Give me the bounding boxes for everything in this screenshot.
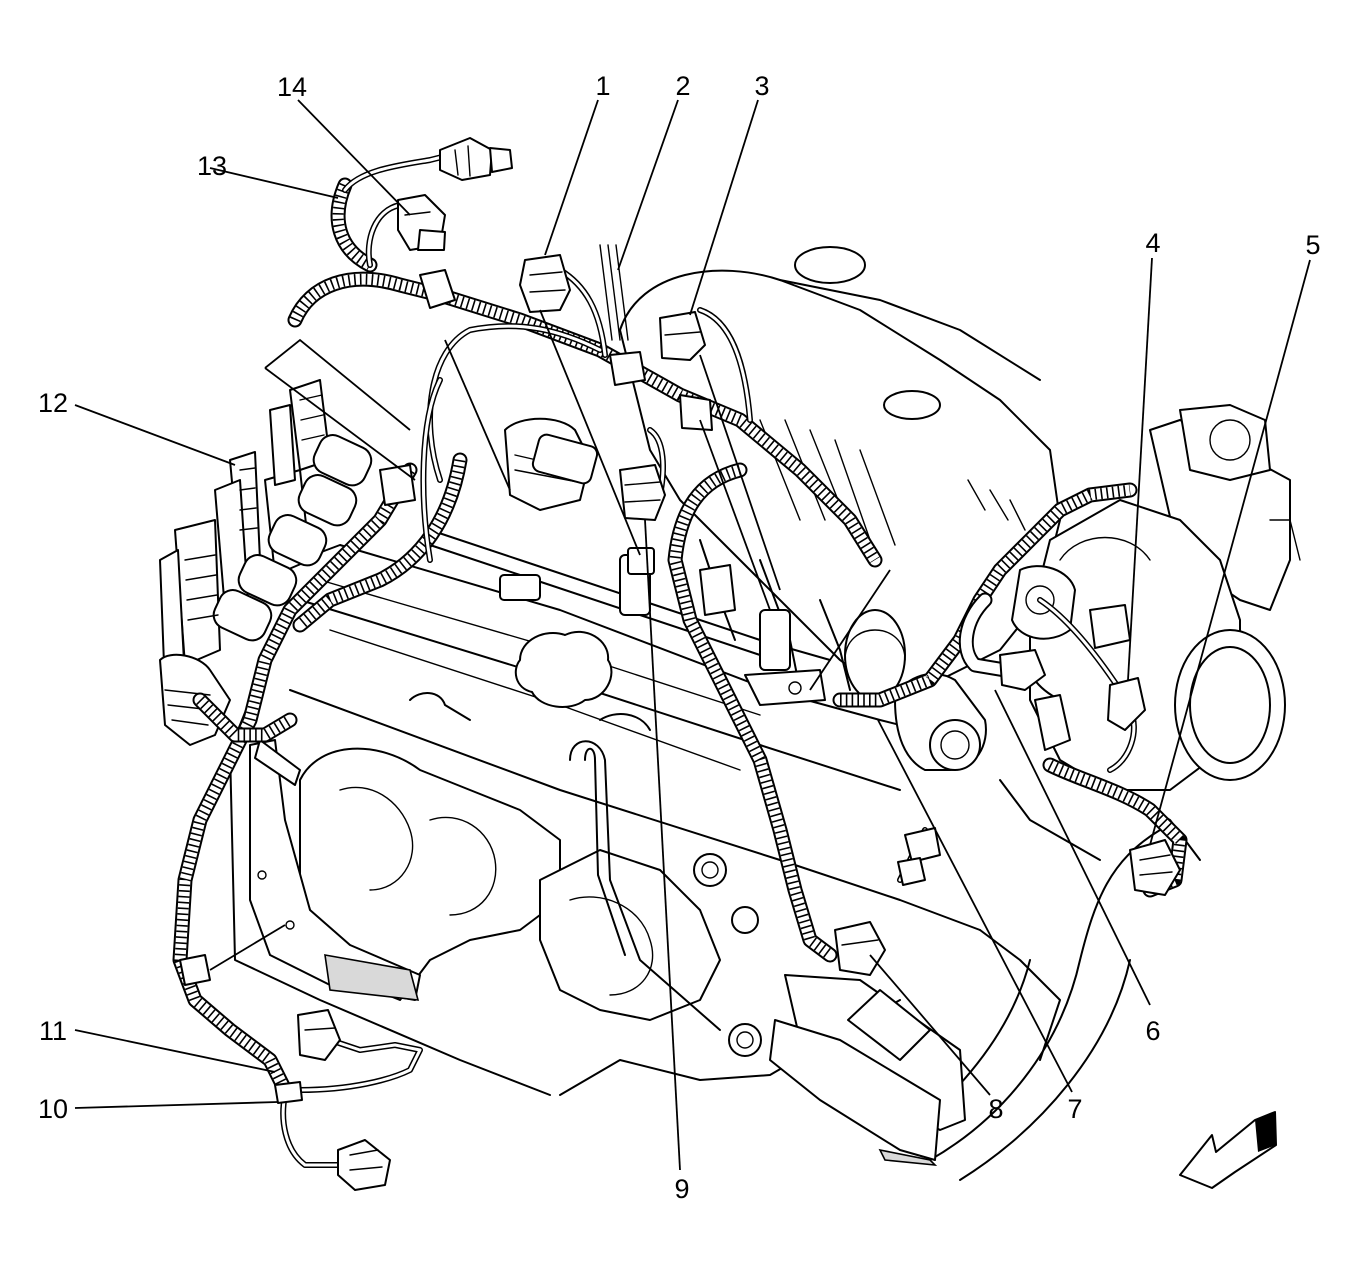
callout-14: 14: [277, 72, 307, 102]
connector-11: [297, 1009, 341, 1061]
connector-5: [1129, 839, 1181, 896]
leader-14: [297, 99, 411, 216]
callout-5: 5: [1305, 230, 1320, 260]
connector-3: [659, 311, 706, 361]
leader-10: [74, 1101, 279, 1109]
fuel-rail-injectors: [429, 417, 831, 706]
wiring-harness-main: [172, 177, 1188, 1098]
leader-8: [869, 954, 991, 1096]
thin-wires: [280, 152, 1137, 1168]
leader-1: [544, 99, 599, 256]
leader-lines: [74, 99, 1311, 1171]
leader-2: [617, 99, 679, 271]
callout-6: 6: [1145, 1016, 1160, 1046]
callout-3: 3: [754, 71, 769, 101]
callout-1: 1: [595, 71, 610, 101]
connector-10: [337, 1139, 391, 1191]
callout-12: 12: [38, 388, 68, 418]
throttle-body: [894, 404, 1301, 861]
leader-3: [689, 99, 759, 316]
intake-manifold: [619, 246, 1061, 701]
callout-2: 2: [675, 71, 690, 101]
leader-9: [644, 519, 681, 1171]
leader-11: [74, 1029, 276, 1073]
callout-7: 7: [1067, 1094, 1082, 1124]
leader-5: [1149, 259, 1311, 846]
callout-10: 10: [38, 1094, 68, 1124]
callout-13: 13: [197, 151, 227, 181]
arrow-icon: [1179, 1111, 1277, 1189]
connector-7: [904, 827, 941, 863]
callout-4: 4: [1145, 228, 1160, 258]
connector-8: [834, 921, 886, 976]
connector-9: [619, 464, 666, 521]
callout-8: 8: [988, 1094, 1003, 1124]
leader-4: [1127, 257, 1153, 681]
connector-4: [1107, 677, 1146, 731]
connectors: [179, 137, 1181, 1191]
leader-7: [877, 719, 1073, 1093]
connector-13: [439, 137, 493, 181]
callout-9: 9: [674, 1174, 689, 1204]
ignition-coils: [159, 379, 373, 786]
connector-6: [999, 649, 1046, 691]
leader-12: [74, 404, 236, 466]
leader-6: [994, 689, 1151, 1006]
callout-11: 11: [39, 1016, 67, 1046]
engine-block: [229, 544, 1161, 1181]
callout-labels: 1 2 3 4 5 6 7 8 9 10 11 12 13 14: [38, 71, 1321, 1204]
leader-13: [209, 167, 339, 199]
connector-1: [519, 254, 571, 313]
